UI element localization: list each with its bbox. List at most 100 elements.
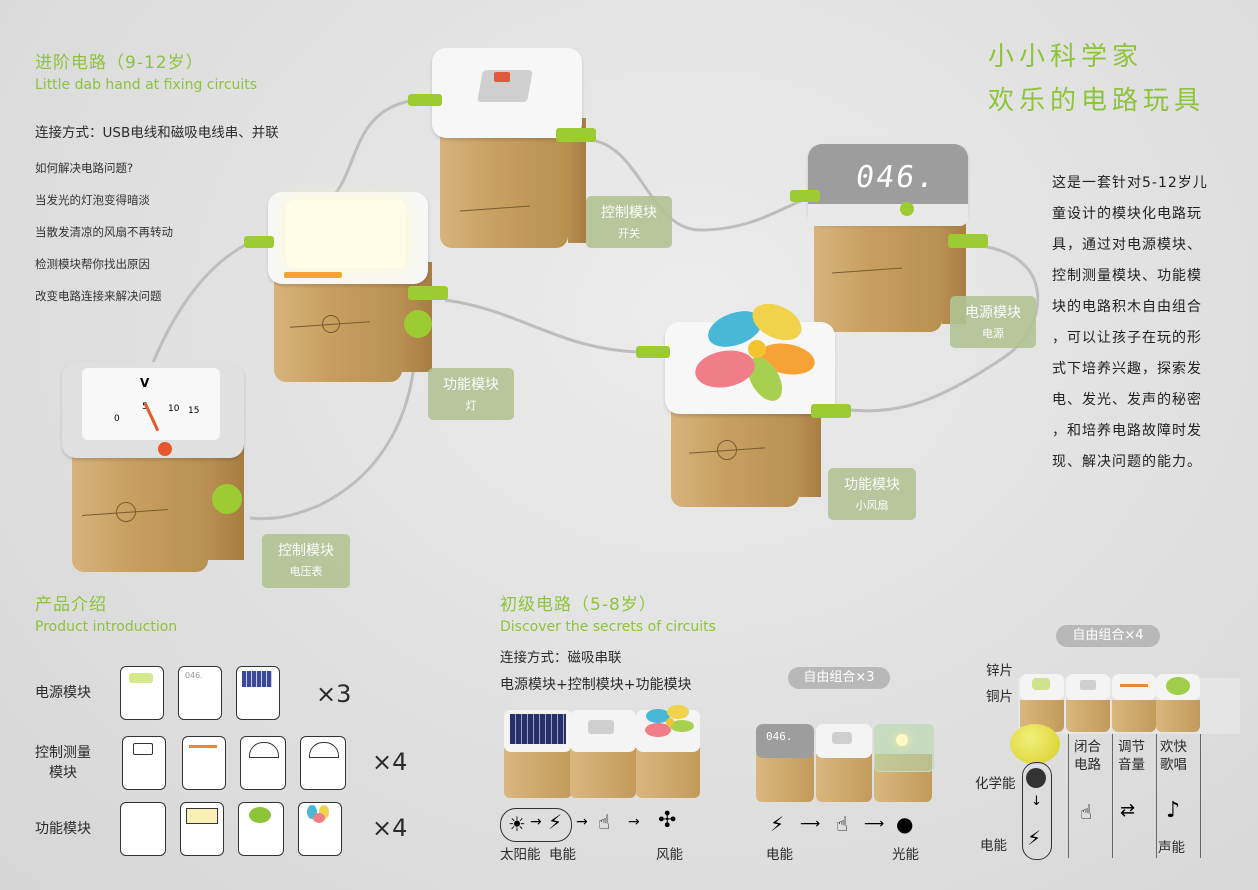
advanced-heading: 进阶电路（9-12岁） bbox=[35, 53, 204, 73]
mini-display: 046. bbox=[766, 730, 793, 743]
display-module-icon: 046. bbox=[178, 666, 222, 720]
battery-module-icon bbox=[120, 666, 164, 720]
description: 这是一套针对5-12岁儿 童设计的模块化电路玩 具，通过对电源模块、 控制测量模… bbox=[1052, 168, 1232, 478]
description-line: 电、发光、发声的秘密 bbox=[1052, 392, 1202, 408]
fan-module-icon bbox=[298, 802, 342, 856]
beginner-connection: 连接方式：磁吸串联 bbox=[500, 650, 622, 666]
arrow-icon: ⟶ bbox=[864, 816, 885, 832]
volt-symbol-icon bbox=[116, 502, 136, 522]
usb-plug-icon bbox=[636, 346, 670, 358]
bullet-5: 改变电路连接来解决问题 bbox=[35, 289, 162, 303]
music-note-icon: ♪ bbox=[1166, 798, 1181, 823]
description-line: ，和培养电路故障时发 bbox=[1052, 423, 1202, 439]
beginner-subheading: Discover the secrets of circuits bbox=[500, 619, 716, 635]
volume-adjust-icon: ⇄ bbox=[1120, 800, 1136, 821]
lemon-icon bbox=[1010, 724, 1060, 764]
arrow-down-icon: ↓ bbox=[1031, 794, 1042, 809]
ammeter-module-icon bbox=[240, 736, 286, 790]
title-line-1: 小小科学家 bbox=[988, 42, 1144, 72]
usb-plug-icon bbox=[811, 404, 851, 418]
label-power: 电源模块电源 bbox=[950, 296, 1036, 348]
magnet-connector-icon bbox=[404, 310, 432, 338]
label-light: 功能模块灯 bbox=[428, 368, 514, 420]
lamp-module-icon bbox=[180, 802, 224, 856]
diode-module-icon bbox=[120, 802, 166, 856]
advanced-connection: 连接方式：USB电线和磁吸电线串、并联 bbox=[35, 125, 279, 141]
label-fan: 功能模块小风扇 bbox=[828, 468, 916, 520]
intro-subheading: Product introduction bbox=[35, 619, 178, 635]
arrow-icon: → bbox=[530, 814, 542, 830]
row-label: 控制测量 模块 bbox=[35, 745, 91, 781]
arrow-icon: ⟶ bbox=[800, 816, 821, 832]
beginner-heading: 初级电路（5-8岁） bbox=[500, 595, 657, 615]
fan-icon bbox=[645, 705, 694, 737]
bullet-3: 当散发清凉的风扇不再转动 bbox=[35, 225, 173, 239]
finger-press-icon: ☝ bbox=[836, 812, 849, 836]
lightning-icon: ⚡ bbox=[1027, 826, 1042, 850]
chem-to-elec-group bbox=[1022, 762, 1052, 860]
solar-panel-icon bbox=[510, 714, 566, 744]
beginner-formula: 电源模块+控制模块+功能模块 bbox=[500, 677, 692, 693]
sound-label: 声能 bbox=[1158, 840, 1185, 856]
bullet-2: 当发光的灯泡变得暗淡 bbox=[35, 193, 150, 207]
description-line: 块的电路积木自由组合 bbox=[1052, 299, 1202, 315]
scale-label: 10 bbox=[168, 404, 180, 414]
lightning-icon: ⚡ bbox=[770, 812, 785, 836]
switch-module-icon bbox=[122, 736, 166, 790]
free-combo-3: 自由组合×3 bbox=[788, 667, 890, 689]
description-line: 具，通过对电源模块、 bbox=[1052, 237, 1202, 253]
wind-label: 风能 bbox=[656, 847, 683, 863]
chem-label: 化学能 bbox=[975, 776, 1016, 792]
usb-plug-icon bbox=[244, 236, 274, 248]
switch-icon bbox=[588, 720, 614, 734]
finger-press-icon: ☝ bbox=[1080, 800, 1093, 824]
free-combo-4: 自由组合×4 bbox=[1056, 625, 1160, 647]
bullet-4: 检测模块帮你找出原因 bbox=[35, 257, 150, 271]
intro-heading: 产品介绍 bbox=[35, 595, 107, 615]
arrow-icon: → bbox=[576, 814, 588, 830]
title-line-2: 欢乐的电路玩具 bbox=[988, 86, 1206, 116]
sun-icon: ☀ bbox=[508, 812, 526, 836]
motor-symbol-icon bbox=[717, 440, 737, 460]
elec-label: 电能 bbox=[766, 847, 793, 863]
glowing-lamp-icon bbox=[874, 724, 934, 772]
col-label: 欢快 歌唱 bbox=[1160, 739, 1187, 773]
slider-module-icon bbox=[182, 736, 226, 790]
copper-label: 铜片 bbox=[986, 689, 1013, 705]
bulb-symbol-icon bbox=[322, 315, 340, 333]
description-line: ，可以让孩子在玩的形 bbox=[1052, 330, 1202, 346]
col-label: 闭合 电路 bbox=[1074, 739, 1101, 773]
finger-press-icon: ☝ bbox=[598, 810, 611, 834]
elec-label: 电能 bbox=[549, 847, 576, 863]
power-button-icon bbox=[158, 442, 172, 456]
usb-plug-icon bbox=[408, 94, 442, 106]
voltmeter-dial bbox=[82, 368, 220, 440]
light-label: 光能 bbox=[892, 847, 919, 863]
usb-plug-icon bbox=[948, 234, 988, 248]
description-line: 控制测量模块、功能模 bbox=[1052, 268, 1202, 284]
usb-plug-icon bbox=[790, 190, 820, 202]
switch-icon bbox=[832, 732, 852, 744]
scale-label: 0 bbox=[114, 414, 120, 424]
lemon-slice-icon bbox=[1026, 768, 1046, 788]
zinc-label: 锌片 bbox=[986, 663, 1013, 679]
solar-elec-group bbox=[500, 808, 572, 842]
advanced-subheading: Little dab hand at fixing circuits bbox=[35, 77, 258, 93]
light-bulb-icon: ● bbox=[896, 812, 914, 836]
row-count: ×4 bbox=[372, 748, 408, 776]
magnet-connector-icon bbox=[212, 484, 242, 514]
elec-label: 电能 bbox=[980, 838, 1007, 854]
row-label: 电源模块 bbox=[35, 685, 91, 701]
row-count: ×3 bbox=[316, 680, 352, 708]
voltmeter-module-icon bbox=[300, 736, 346, 790]
power-button-icon bbox=[900, 202, 914, 216]
usb-plug-icon bbox=[408, 286, 448, 300]
description-line: 现、解决问题的能力。 bbox=[1052, 454, 1202, 470]
lightning-icon: ⚡ bbox=[548, 810, 563, 834]
music-module-icon bbox=[238, 802, 284, 856]
fan-blades-icon bbox=[695, 303, 815, 401]
description-line: 童设计的模块化电路玩 bbox=[1052, 206, 1202, 222]
fan-icon: ✣ bbox=[658, 808, 677, 833]
digital-display: 046. bbox=[853, 160, 939, 195]
